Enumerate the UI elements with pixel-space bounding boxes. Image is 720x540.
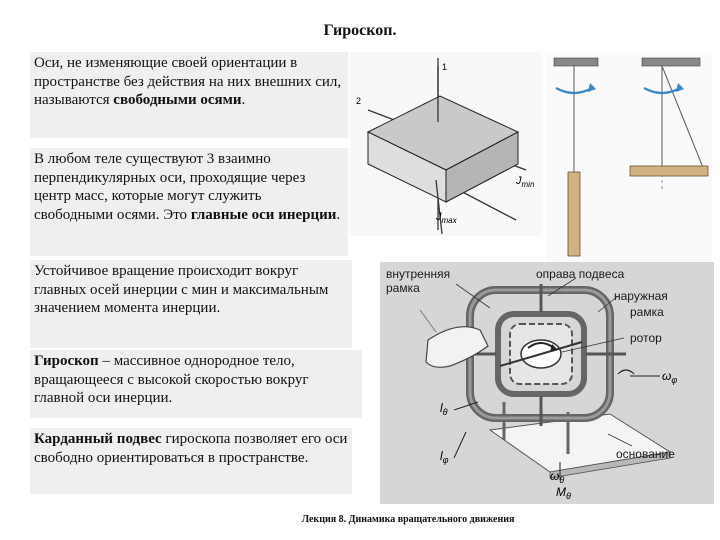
l-theta-label: lθ — [440, 401, 448, 417]
horizontal-rod — [629, 165, 709, 177]
stable-rotation-text: Устойчивое вращение происходит вокруг гл… — [34, 263, 329, 316]
outer-frame-label-2: рамка — [630, 305, 664, 319]
right-support — [641, 57, 701, 67]
stable-rotation-paragraph: Устойчивое вращение происходит вокруг гл… — [30, 260, 352, 348]
gyroscope-definition-text: – массивное однородное тело, вращающееся… — [34, 353, 309, 406]
outer-frame-label-1: наружная — [614, 289, 668, 303]
principal-axes-term: главные оси инерции — [190, 206, 337, 223]
gyroscope-term: Гироскоп — [34, 353, 99, 369]
cardan-term: Карданный подвес — [34, 431, 162, 447]
left-support — [553, 57, 599, 67]
gyroscope-definition-paragraph: Гироскоп – массивное однородное тело, вр… — [30, 350, 362, 418]
hand-icon — [425, 326, 489, 368]
l-phi-label: lφ — [440, 449, 449, 465]
cardan-paragraph: Карданный подвес гироскопа позволяет его… — [30, 428, 352, 494]
gimbal-ring — [495, 311, 587, 397]
cardan-text: гироскопа позволяет его оси свободно ори… — [34, 431, 348, 466]
m-theta-label: Mθ — [556, 485, 571, 501]
rotor-label: ротор — [630, 331, 662, 345]
omega-theta-label: ωθ — [550, 469, 564, 485]
page-title: Гироскоп. — [323, 22, 397, 39]
right-string-1 — [661, 65, 705, 171]
principal-axes-tail: . — [336, 206, 341, 223]
jmax-label: Jmax — [435, 211, 458, 225]
principal-axes-figure: 1 2 Jmin Jmax — [350, 52, 542, 236]
inner-frame-label-1: внутренняя — [386, 267, 450, 281]
box-side — [445, 131, 519, 203]
footer-lecture: Лекция 8. Динамика вращательного движени… — [301, 514, 515, 525]
free-axes-tail: . — [241, 92, 246, 108]
inner-frame-label-2: рамка — [386, 281, 420, 295]
axis-2-label: 2 — [356, 96, 361, 106]
gyroscope-figure: внутренняя рамка оправа подвеса наружная… — [380, 262, 714, 504]
vertical-rod — [567, 171, 581, 257]
axis-1-label: 1 — [442, 62, 447, 72]
free-axes-text: Оси, не изменяющие своей ориентации в пр… — [34, 55, 342, 108]
free-axes-term: свободными осями — [113, 92, 242, 108]
free-axes-paragraph: Оси, не изменяющие своей ориентации в пр… — [30, 52, 348, 138]
jmin-label: Jmin — [515, 175, 535, 189]
omega-phi-label: ωφ — [662, 369, 677, 385]
gimbal-label: оправа подвеса — [536, 267, 625, 281]
base-label: основание — [616, 447, 675, 461]
principal-axes-paragraph: В любом теле существуют 3 взаимно перпен… — [30, 148, 348, 256]
rotor-axis — [499, 341, 583, 367]
rod-rotation-figure — [546, 52, 712, 262]
principal-axes-text: В любом теле существуют 3 взаимно перпен… — [34, 151, 306, 223]
